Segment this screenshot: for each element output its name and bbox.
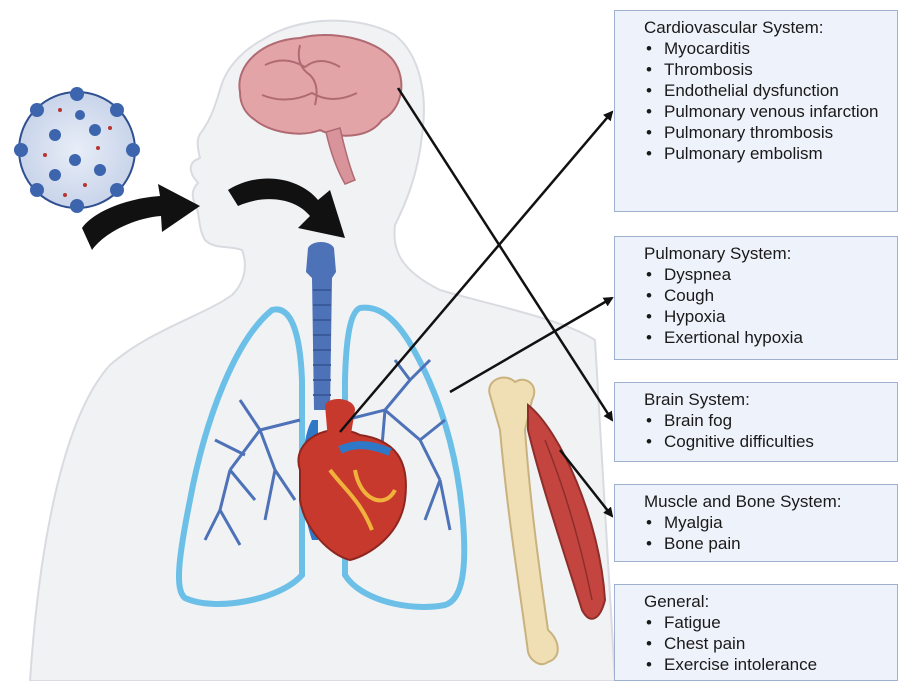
list-item: Brain fog — [646, 410, 887, 431]
brain-panel: Brain System: Brain fog Cognitive diffic… — [614, 382, 898, 462]
panel-title: Pulmonary System: — [644, 243, 887, 264]
cardiovascular-panel: Cardiovascular System: Myocarditis Throm… — [614, 10, 898, 212]
list-item: Dyspnea — [646, 264, 887, 285]
list-item: Fatigue — [646, 612, 887, 633]
panel-title: Cardiovascular System: — [644, 17, 887, 38]
list-item: Exercise intolerance — [646, 654, 887, 675]
list-item: Myalgia — [646, 512, 887, 533]
list-item: Endothelial dysfunction — [646, 80, 887, 101]
list-item: Pulmonary venous infarction — [646, 101, 887, 122]
list-item: Chest pain — [646, 633, 887, 654]
list-item: Pulmonary thrombosis — [646, 122, 887, 143]
list-item: Myocarditis — [646, 38, 887, 59]
muscle-bone-panel: Muscle and Bone System: Myalgia Bone pai… — [614, 484, 898, 562]
list-item: Cough — [646, 285, 887, 306]
list-item: Pulmonary embolism — [646, 143, 887, 164]
list-item: Hypoxia — [646, 306, 887, 327]
list-item: Exertional hypoxia — [646, 327, 887, 348]
panel-title: Muscle and Bone System: — [644, 491, 887, 512]
list-item: Cognitive difficulties — [646, 431, 887, 452]
list-item: Bone pain — [646, 533, 887, 554]
list-item: Thrombosis — [646, 59, 887, 80]
panel-title: General: — [644, 591, 887, 612]
general-panel: General: Fatigue Chest pain Exercise int… — [614, 584, 898, 681]
panel-title: Brain System: — [644, 389, 887, 410]
pulmonary-panel: Pulmonary System: Dyspnea Cough Hypoxia … — [614, 236, 898, 360]
virus-icon — [14, 87, 140, 213]
